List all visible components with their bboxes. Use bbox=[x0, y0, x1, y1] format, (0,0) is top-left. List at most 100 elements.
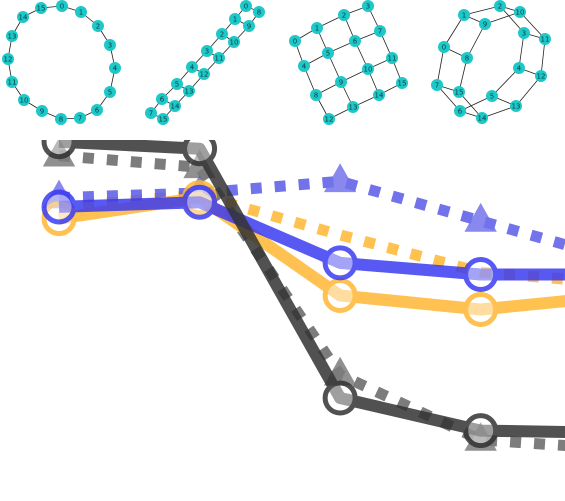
graph-node-label: 7 bbox=[378, 28, 382, 36]
data-point bbox=[41, 189, 77, 225]
graph-node-label: 11 bbox=[8, 79, 17, 87]
graph-node: 2 bbox=[338, 9, 350, 21]
graph-edge bbox=[466, 23, 486, 59]
graph-node-label: 11 bbox=[215, 55, 224, 63]
graph-node: 15 bbox=[453, 86, 465, 98]
graph-node: 4 bbox=[513, 62, 525, 74]
graph-node: 1 bbox=[311, 22, 323, 34]
data-point bbox=[463, 413, 499, 449]
graph-node: 8 bbox=[55, 113, 67, 125]
graph-node-label: 12 bbox=[200, 71, 209, 79]
graph-node-label: 7 bbox=[149, 110, 153, 118]
graph-node: 9 bbox=[335, 76, 347, 88]
graph-node-label: 13 bbox=[349, 104, 358, 112]
graph-node-label: 13 bbox=[512, 103, 521, 111]
graph-node-label: 8 bbox=[314, 92, 318, 100]
graph-node: 8 bbox=[253, 6, 265, 18]
graph-node-label: 0 bbox=[293, 38, 297, 46]
graph-node: 0 bbox=[289, 35, 301, 47]
graph-node-label: 15 bbox=[159, 116, 168, 124]
graph-node: 12 bbox=[323, 113, 335, 125]
graph-node-label: 7 bbox=[435, 82, 439, 90]
data-point bbox=[322, 380, 358, 416]
graph-node: 6 bbox=[349, 35, 361, 47]
graph-node: 14 bbox=[169, 100, 181, 112]
graph-node: 12 bbox=[535, 70, 547, 82]
graph-node: 14 bbox=[17, 11, 29, 23]
graph-node-label: 9 bbox=[339, 79, 343, 87]
graph-node: 6 bbox=[91, 104, 103, 116]
graph-node-label: 14 bbox=[375, 92, 384, 100]
graph-edge bbox=[491, 67, 520, 97]
graph-node-label: 3 bbox=[108, 42, 112, 50]
graph-node: 7 bbox=[431, 79, 443, 91]
graph-node: 8 bbox=[310, 89, 322, 101]
graph-node-label: 8 bbox=[257, 9, 261, 17]
graph-node: 9 bbox=[243, 20, 255, 32]
graph-edge bbox=[484, 11, 521, 25]
graph-node: 13 bbox=[183, 85, 195, 97]
graph-node-label: 9 bbox=[247, 23, 251, 31]
graph-node: 6 bbox=[454, 105, 466, 117]
data-point bbox=[182, 140, 218, 167]
graph-node: 12 bbox=[2, 53, 14, 65]
graph-edge bbox=[436, 46, 445, 86]
graph-node: 14 bbox=[373, 89, 385, 101]
graph-node: 8 bbox=[461, 52, 473, 64]
graph-node-label: 0 bbox=[60, 3, 64, 11]
graph-node: 10 bbox=[514, 6, 526, 18]
graph-node-label: 1 bbox=[79, 9, 83, 17]
graph-node: 11 bbox=[539, 33, 551, 45]
series-path bbox=[58, 140, 565, 438]
data-point bbox=[182, 184, 218, 220]
graph-node: 2 bbox=[92, 20, 104, 32]
graph-node-label: 2 bbox=[498, 3, 502, 11]
graph-node-label: 9 bbox=[40, 108, 44, 116]
series-line bbox=[41, 140, 565, 449]
graph-edge bbox=[515, 75, 542, 107]
graph-node: 13 bbox=[347, 101, 359, 113]
graph-node-label: 10 bbox=[364, 66, 373, 74]
graph-node: 13 bbox=[6, 30, 18, 42]
graph-node: 0 bbox=[438, 41, 450, 53]
graph-node: 11 bbox=[213, 52, 225, 64]
graph-node: 1 bbox=[458, 9, 470, 21]
data-point bbox=[41, 140, 77, 160]
graph-node: 7 bbox=[74, 112, 86, 124]
graph-node-label: 9 bbox=[483, 21, 487, 29]
graph-node: 6 bbox=[156, 93, 168, 105]
graph-node: 5 bbox=[171, 78, 183, 90]
graph-node-label: 2 bbox=[342, 12, 346, 20]
graph-node-label: 3 bbox=[522, 30, 526, 38]
graph-node-label: 1 bbox=[233, 16, 237, 24]
graph-node-label: 13 bbox=[185, 88, 194, 96]
graph-node-label: 6 bbox=[353, 38, 358, 46]
graph-node: 5 bbox=[322, 47, 334, 59]
series-line bbox=[41, 184, 565, 293]
graph-node-label: 14 bbox=[171, 103, 180, 111]
graph-node: 0 bbox=[240, 0, 252, 12]
graph-node: 3 bbox=[104, 39, 116, 51]
graph-node-label: 5 bbox=[490, 93, 494, 101]
graph-node: 7 bbox=[145, 107, 157, 119]
graph-edge bbox=[443, 14, 465, 48]
graph-node: 13 bbox=[510, 100, 522, 112]
graph-node-label: 4 bbox=[302, 63, 307, 71]
graph-node-label: 0 bbox=[442, 44, 446, 52]
graph-node: 10 bbox=[228, 36, 240, 48]
graph-node: 5 bbox=[486, 90, 498, 102]
graph-node-label: 10 bbox=[20, 97, 29, 105]
graph-node: 3 bbox=[201, 45, 213, 57]
graph-node: 10 bbox=[362, 63, 374, 75]
graph-node: 11 bbox=[386, 52, 398, 64]
graph-node-label: 1 bbox=[462, 12, 466, 20]
graph-node-label: 1 bbox=[315, 25, 319, 33]
graph-node: 15 bbox=[157, 113, 169, 125]
data-point bbox=[463, 257, 499, 293]
graph-node: 15 bbox=[396, 77, 408, 89]
graph-node-label: 5 bbox=[326, 50, 330, 58]
data-point bbox=[323, 163, 357, 193]
graph-node-label: 15 bbox=[398, 80, 407, 88]
